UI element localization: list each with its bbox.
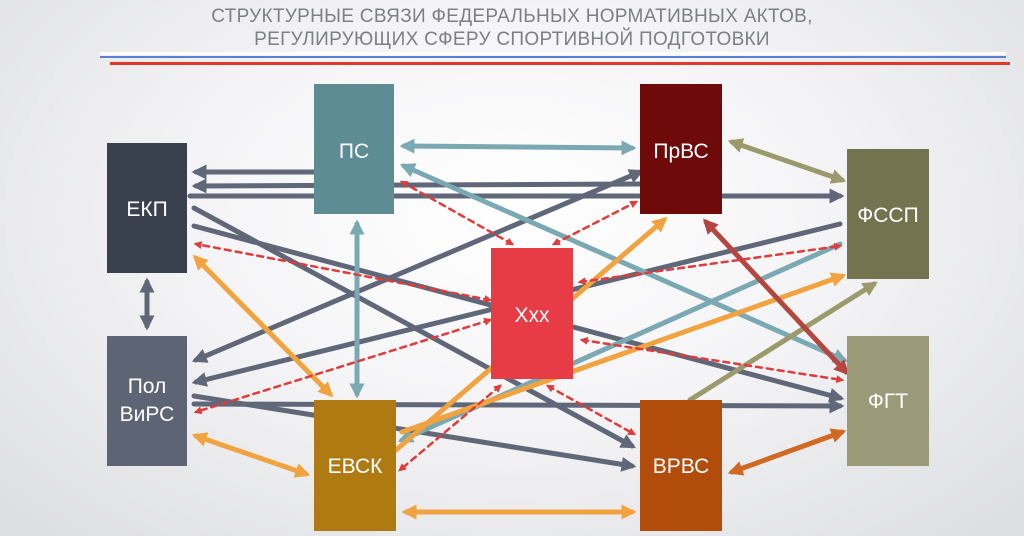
node-polvirs[interactable]: Пол ВиРС <box>107 336 187 466</box>
node-xxx[interactable]: Ххх <box>491 248 573 379</box>
node-prvs[interactable]: ПрВС <box>640 84 722 214</box>
node-evsk-label: ЕВСК <box>328 455 383 478</box>
arrow-ps-prvs <box>399 138 637 156</box>
node-ekp-box <box>107 143 187 273</box>
dashed-xxx-ekp <box>193 241 493 303</box>
node-vrvs-box <box>640 400 722 531</box>
node-fssp-box <box>847 149 929 279</box>
divider-white <box>100 52 1006 55</box>
node-fssp-label: ФССП <box>857 204 918 227</box>
dashed-xxx-prvs <box>551 200 639 246</box>
node-ekp[interactable]: ЕКП <box>107 143 187 273</box>
dashed-xxx-fssp <box>577 242 843 286</box>
node-xxx-box <box>491 248 573 379</box>
dashed-xxx-evsk <box>398 384 502 472</box>
node-ekp-label: ЕКП <box>126 198 167 221</box>
dashed-xxx-ps <box>399 180 515 246</box>
divider-blue <box>100 56 1006 58</box>
node-prvs-box <box>640 84 722 214</box>
node-ps-box <box>314 84 394 214</box>
arrow-prvs-ekp <box>191 178 643 194</box>
node-fssp[interactable]: ФССП <box>847 149 929 279</box>
node-evsk[interactable]: ЕВСК <box>314 400 396 531</box>
node-fgt-box <box>847 336 929 466</box>
node-polvirs-label-line1: Пол <box>128 375 167 398</box>
arrow-ekp-evsk <box>192 254 334 398</box>
node-prvs-label: ПрВС <box>653 140 708 163</box>
node-vrvs-label: ВРВС <box>653 455 710 478</box>
arrow-polvirs-fgt <box>191 398 845 414</box>
node-fgt[interactable]: ФГТ <box>847 336 929 466</box>
arrow-polvirs-evsk <box>191 432 311 478</box>
node-evsk-box <box>314 400 396 531</box>
node-polvirs-label-line2: ВиРС <box>120 403 175 426</box>
node-vrvs[interactable]: ВРВС <box>640 400 722 531</box>
divider-red <box>110 62 1010 65</box>
slide-title-line-1: СТРУКТУРНЫЕ СВЯЗИ ФЕДЕРАЛЬНЫХ НОРМАТИВНЫ… <box>211 6 813 27</box>
node-xxx-label: Ххх <box>514 304 550 327</box>
node-polvirs-box <box>107 336 187 466</box>
slide-title-line-2: РЕГУЛИРУЮЩИХ СФЕРУ СПОРТИВНОЙ ПОДГОТОВКИ <box>254 29 770 50</box>
node-ps[interactable]: ПС <box>314 84 394 214</box>
arrow-prvs-fssp <box>727 138 847 184</box>
node-fgt-label: ФГТ <box>868 390 908 413</box>
node-ps-label: ПС <box>339 140 369 163</box>
dashed-xxx-vrvs <box>545 384 637 436</box>
arrow-vrvs-fgt <box>727 428 847 476</box>
dashed-xxx-fgt <box>579 336 845 384</box>
dashed-xxx-polvirs <box>193 317 493 415</box>
